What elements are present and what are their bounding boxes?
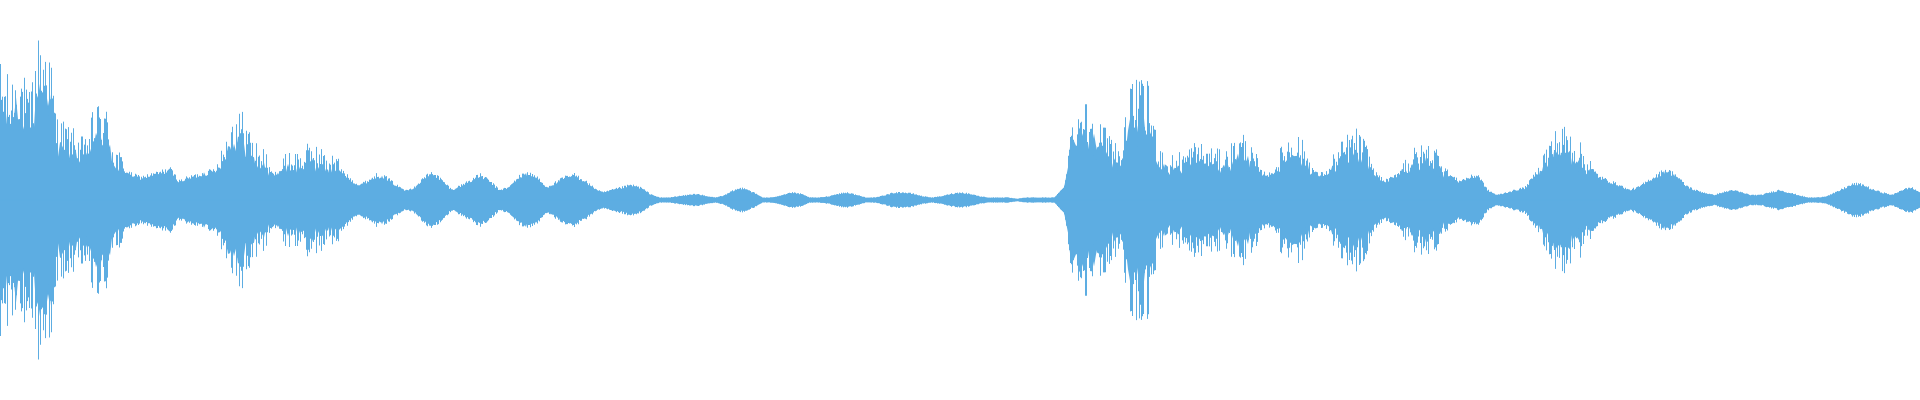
audio-waveform xyxy=(0,40,1920,360)
